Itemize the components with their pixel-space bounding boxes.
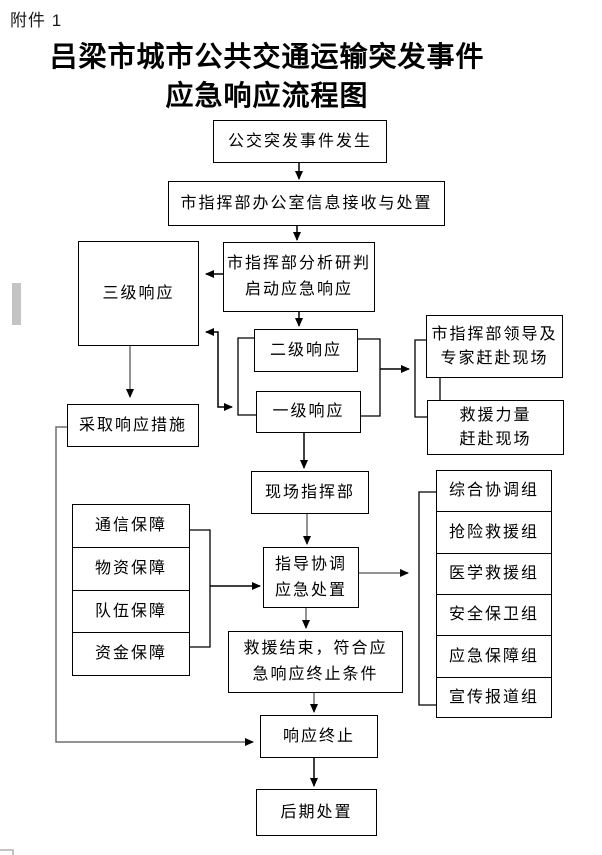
- node-end-condition: 救援结束，符合应 急响应终止条件: [228, 631, 403, 693]
- node-response-terminate: 响应终止: [260, 715, 378, 758]
- node-group-publicity: 宣传报道组: [436, 677, 552, 718]
- node-level1-response: 一级响应: [256, 391, 361, 433]
- page-title-line2: 应急响应流程图: [165, 81, 369, 112]
- node-leaders-to-scene: 市指挥部领导及 专家赶赴现场: [426, 315, 563, 378]
- node-guarantee-material: 物资保障: [72, 547, 190, 591]
- node-group-emergency-rescue: 抢险救援组: [436, 511, 552, 554]
- node-onsite-hq: 现场指挥部: [251, 471, 369, 514]
- page-title-line1: 吕梁市城市公共交通运输突发事件: [49, 42, 485, 73]
- node-guarantee-team: 队伍保障: [72, 590, 190, 633]
- margin-selection-mark: [12, 283, 21, 325]
- bracket-levels-right: [358, 338, 381, 417]
- node-response-measures: 采取响应措施: [67, 404, 199, 447]
- node-group-coordination: 综合协调组: [436, 470, 552, 512]
- node-guarantee-communication: 通信保障: [72, 504, 190, 548]
- node-aftermath: 后期处置: [256, 789, 377, 836]
- page-title: 吕梁市城市公共交通运输突发事件 应急响应流程图: [0, 38, 534, 116]
- node-incident-start: 公交突发事件发生: [213, 120, 387, 163]
- node-info-receive: 市指挥部办公室信息接收与处置: [168, 181, 445, 226]
- node-analyze-launch: 市指挥部分析研判 启动应急响应: [223, 242, 375, 312]
- node-group-support: 应急保障组: [436, 635, 552, 678]
- node-guide-coordinate: 指导协调 应急处置: [263, 547, 359, 608]
- node-level3-response: 三级响应: [78, 241, 199, 346]
- node-group-medical-rescue: 医学救援组: [436, 553, 552, 595]
- bracket-groups: [418, 491, 436, 706]
- node-level2-response: 二级响应: [254, 329, 358, 372]
- node-rescue-force: 救援力量 赶赴现场: [427, 400, 564, 455]
- bracket-guarantees: [190, 529, 211, 648]
- text-boundary-mark: [0, 849, 14, 855]
- connector-level3-levels-bidirectional: [205, 328, 233, 411]
- node-group-security: 安全保卫组: [436, 594, 552, 636]
- node-guarantee-fund: 资金保障: [72, 632, 190, 676]
- attachment-label: 附件 1: [10, 11, 63, 30]
